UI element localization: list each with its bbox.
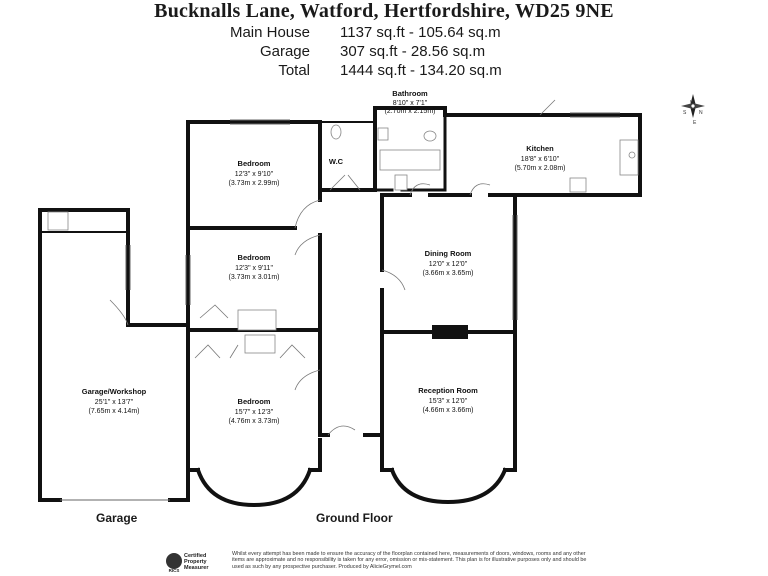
compass-w: W [690, 100, 695, 106]
utility-fixture [47, 211, 69, 231]
room-dim: 25'1" x 13'7" [95, 399, 134, 406]
walls [38, 106, 642, 508]
room-name-reception: Reception Room [418, 386, 478, 395]
door-swing [539, 99, 556, 116]
room-dim: 12'3" x 9'11" [235, 265, 273, 272]
door-swing [294, 369, 321, 391]
door-swing [327, 425, 356, 436]
room-dim: (3.66m x 3.65m) [423, 270, 474, 277]
room-dim: 12'3" x 9'10" [235, 171, 274, 178]
cupboard [394, 174, 408, 191]
room-name-bathroom: Bathroom [392, 89, 428, 98]
toilet-icon [423, 130, 437, 142]
hall-walls [318, 193, 384, 472]
room-dim: (4.66m x 3.66m) [423, 407, 474, 414]
fixtures [47, 124, 639, 354]
garage-walls [38, 208, 190, 502]
reception-bay-window [389, 467, 508, 505]
page-title: Bucknalls Lane, Watford, Hertfordshire, … [154, 0, 614, 22]
wardrobe-doors [194, 344, 239, 359]
room-dim: 8'10" x 7'1" [393, 100, 428, 107]
compass-e: E [693, 120, 697, 126]
badge-caption: Certified Property Measurer [184, 553, 208, 571]
area-value: 1444 sq.ft - 134.20 sq.m [340, 62, 502, 79]
door-swing [381, 269, 406, 291]
room-name-bedroom2: Bedroom [238, 253, 271, 262]
room-dim: 15'7" x 12'3" [235, 409, 274, 416]
room-dim: (2.70m x 2.15m) [385, 108, 436, 115]
area-value: 1137 sq.ft - 105.64 sq.m [340, 24, 501, 41]
room-dim: 12'0" x 12'0" [429, 261, 468, 268]
compass-n: N [699, 110, 703, 116]
cupboard [244, 334, 276, 354]
area-label: Garage [259, 43, 310, 60]
disclaimer-text: Whilst every attempt has been made to en… [232, 551, 587, 570]
wardrobe-doors [199, 304, 229, 319]
room-name-wc: W.C [329, 157, 344, 166]
room-name-bedroom1: Bedroom [238, 159, 271, 168]
room-dim: (5.70m x 2.08m) [515, 165, 566, 172]
badge-line: Certified [184, 553, 207, 559]
hob-icon [569, 177, 587, 193]
house-outer-walls [186, 106, 642, 502]
room-name-bedroom3: Bedroom [238, 397, 271, 406]
door-swing [469, 183, 491, 196]
chimney-breast [432, 325, 468, 339]
room-dim: (3.73m x 3.01m) [229, 274, 280, 281]
rics-org: RICS [169, 568, 180, 573]
bedroom3-bay-window [195, 467, 313, 508]
rics-logo-icon: RICS [166, 553, 182, 573]
kitchen-counter [619, 139, 639, 176]
compass-icon [681, 94, 705, 118]
floor-label-garage: Garage [96, 511, 138, 525]
door-swing [109, 299, 129, 326]
windows [60, 112, 620, 501]
door-swing [329, 174, 361, 191]
basin-icon [377, 127, 389, 141]
cupboard [237, 309, 277, 331]
badge-line: Property [184, 559, 207, 565]
area-label: Main House [229, 24, 310, 41]
room-dim: (7.65m x 4.14m) [89, 408, 140, 415]
sink-icon [628, 151, 636, 159]
door-swing [294, 199, 321, 229]
area-value: 307 sq.ft - 28.56 sq.m [340, 43, 486, 60]
room-dim: 18'8" x 6'10" [521, 156, 560, 163]
bedroom3-bay-edges [186, 438, 322, 472]
room-labels: Bathroom 8'10" x 7'1" (2.70m x 2.15m) W.… [82, 89, 566, 425]
area-label: Total [278, 62, 310, 79]
room-dim: (4.76m x 3.73m) [229, 418, 280, 425]
bathroom-walls [373, 113, 447, 192]
door-swing [294, 234, 321, 256]
floor-label-ground: Ground Floor [316, 511, 393, 525]
bath-icon [379, 149, 441, 171]
compass-s: S [683, 110, 687, 116]
doors [109, 99, 556, 436]
reception-bay-edges [380, 438, 517, 472]
wardrobe-doors [279, 344, 306, 359]
rics-badge: RICS [163, 551, 225, 573]
door-swing [409, 183, 431, 196]
room-name-kitchen: Kitchen [526, 144, 554, 153]
badge-line: Measurer [184, 565, 209, 571]
toilet-icon [330, 124, 342, 140]
room-dim: (3.73m x 2.99m) [229, 180, 280, 187]
room-name-dining: Dining Room [425, 249, 472, 258]
room-name-garage: Garage/Workshop [82, 387, 147, 396]
compass-letters: W N S E [683, 100, 703, 126]
room-dim: 15'3" x 12'0" [429, 398, 468, 405]
